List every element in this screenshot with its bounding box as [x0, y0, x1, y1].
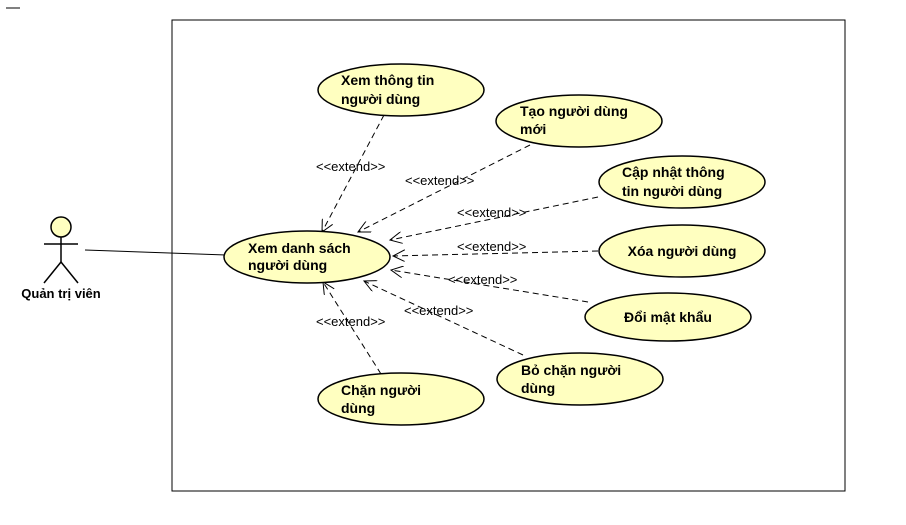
- usecase-view-user-list[interactable]: Xem danh sách người dùng: [223, 230, 391, 284]
- usecase-ellipse: [598, 224, 766, 278]
- usecase-line: Xem danh sách: [248, 240, 351, 256]
- usecase-ellipse: [223, 230, 391, 284]
- svg-text:người dùng: người dùng: [248, 257, 327, 273]
- actor-left-leg: [43, 261, 62, 284]
- usecase-ellipse: [598, 155, 766, 209]
- usecase-ellipse: [317, 372, 485, 426]
- usecase-update-user-info[interactable]: Cập nhật thông tin người dùng: [598, 155, 766, 209]
- usecase-line: Tạo người dùng: [520, 103, 628, 119]
- usecase-ellipse: [495, 94, 663, 148]
- usecase-delete-user[interactable]: Xóa người dùng: [598, 224, 766, 278]
- usecase-line: dùng: [521, 380, 555, 396]
- usecase-unblock-user[interactable]: Bỏ chặn người dùng: [496, 352, 664, 406]
- usecase-ellipse: [496, 352, 664, 406]
- usecase-line: Xem thông tin: [341, 72, 434, 88]
- extend-arrow-update-user-info: [390, 196, 599, 240]
- usecase-line: Chặn người: [341, 382, 421, 398]
- actor-label: Quản trị viên: [21, 286, 101, 301]
- actor-right-leg: [60, 261, 79, 284]
- extend-label-update-user-info: <<extend>>: [457, 205, 526, 220]
- usecase-create-user[interactable]: Tạo người dùng mới: [495, 94, 663, 148]
- usecase-line: mới: [520, 121, 546, 137]
- usecase-line: người dùng: [341, 91, 420, 107]
- extend-label-delete-user: <<extend>>: [457, 239, 526, 254]
- usecase-view-user-info[interactable]: Xem thông tin người dùng: [317, 63, 485, 117]
- association-line: [84, 249, 227, 256]
- extend-labels: <<extend>> <<extend>> <<extend>> <<exten…: [316, 159, 526, 329]
- extend-label-block-user: <<extend>>: [316, 314, 385, 329]
- usecase-line: Đổi mật khẩu: [624, 309, 712, 325]
- extend-arrow-create-user: [358, 144, 531, 232]
- actor-head: [50, 216, 72, 238]
- extend-relations: [322, 114, 599, 375]
- extend-arrow-unblock-user: [364, 281, 524, 356]
- extend-arrow-view-user-info: [322, 114, 385, 232]
- usecase-line: tin người dùng: [622, 183, 722, 199]
- system-boundary: [171, 19, 846, 492]
- usecase-ellipse: [317, 63, 485, 117]
- extend-arrow-block-user: [323, 282, 382, 375]
- usecase-line: Cập nhật thông: [622, 164, 725, 180]
- svg-text:Xem danh sách: Xem danh sách: [248, 240, 351, 256]
- usecase-line: người dùng: [248, 257, 327, 273]
- actor-admin[interactable]: Quản trị viên: [21, 216, 101, 301]
- usecase-line: dùng: [341, 400, 375, 416]
- extend-arrow-delete-user: [393, 251, 599, 256]
- extend-arrow-change-password: [391, 270, 589, 303]
- extend-label-view-user-info: <<extend>>: [316, 159, 385, 174]
- extend-label-unblock-user: <<extend>>: [404, 303, 473, 318]
- usecase-block-user[interactable]: Chặn người dùng: [317, 372, 485, 426]
- extend-label-change-password: <<extend>>: [448, 272, 517, 287]
- usecase-change-password[interactable]: Đổi mật khẩu: [584, 292, 752, 342]
- usecase-line: Bỏ chặn người: [521, 362, 621, 378]
- extend-label-create-user: <<extend>>: [405, 173, 474, 188]
- usecase-line: Xóa người dùng: [628, 243, 737, 259]
- usecase-ellipse: [584, 292, 752, 342]
